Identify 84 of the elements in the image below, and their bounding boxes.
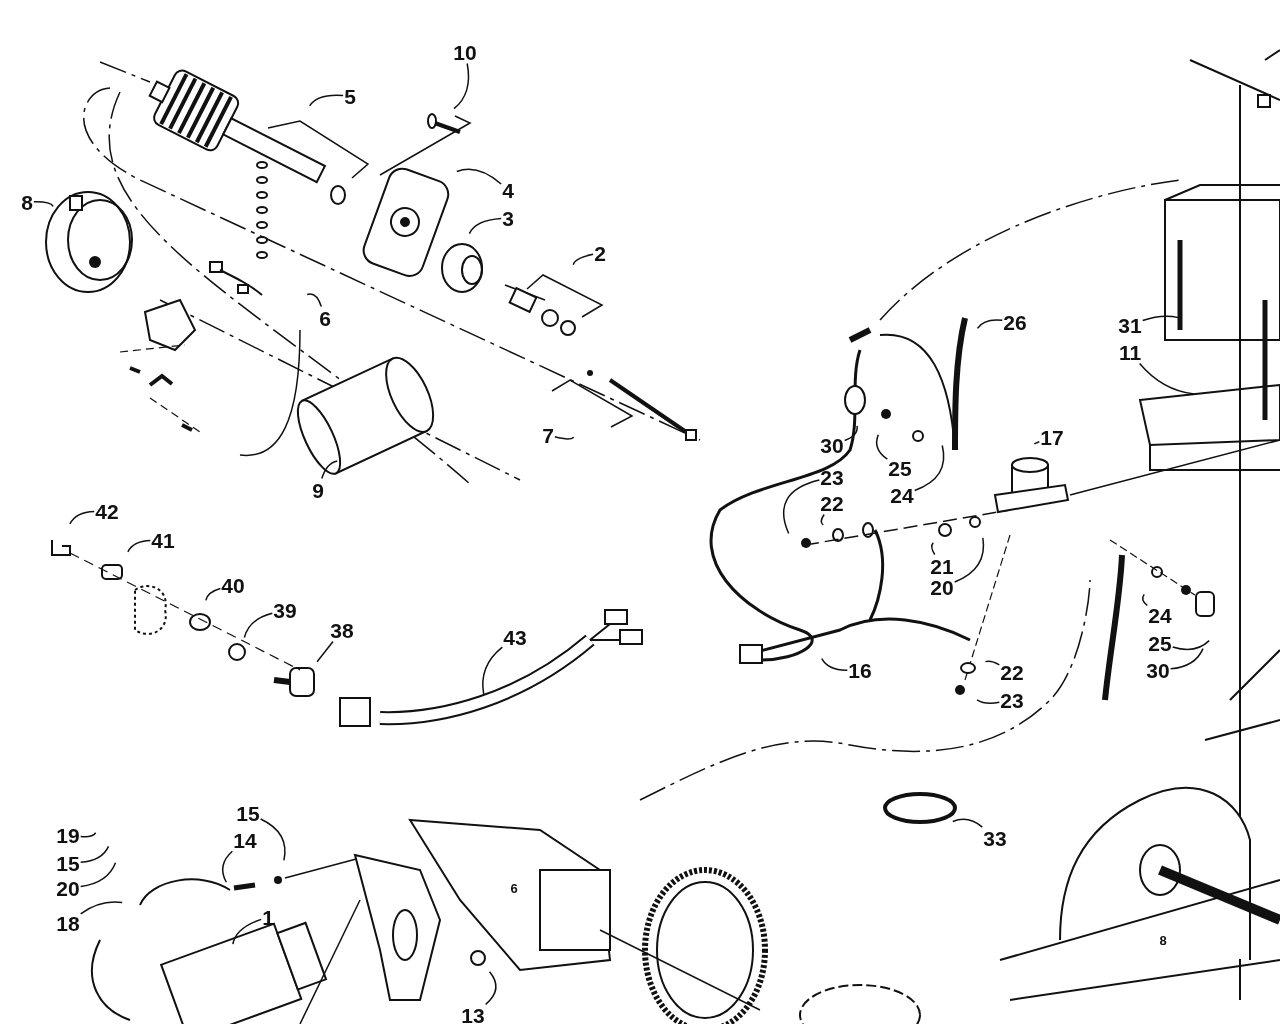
callout-number: 39 xyxy=(272,598,298,622)
callout-number: 30 xyxy=(819,433,845,457)
callout-number: 24 xyxy=(889,483,915,507)
callout-number: 9 xyxy=(311,478,325,502)
callout-number: 30 xyxy=(1145,658,1171,682)
callout-number: 19 xyxy=(55,823,81,847)
leader-line xyxy=(1141,593,1149,607)
callout-number: 26 xyxy=(1002,310,1028,334)
leader-line xyxy=(953,537,985,583)
leader-line xyxy=(321,460,338,480)
leader-line xyxy=(453,62,470,110)
leader-line xyxy=(931,542,936,556)
callout-number: 41 xyxy=(150,528,176,552)
callout-number: 14 xyxy=(232,828,258,852)
callout-number: 6 xyxy=(318,306,332,330)
callout-number: 8 xyxy=(20,190,34,214)
leader-line xyxy=(308,94,344,107)
callout-number: 2 xyxy=(593,241,607,265)
leader-line xyxy=(306,293,323,308)
callout-number: 22 xyxy=(819,491,845,515)
callout-number: 25 xyxy=(887,456,913,480)
callout-number: 22 xyxy=(999,660,1025,684)
leader-line xyxy=(976,319,1004,330)
callout-number: 8 xyxy=(1159,933,1167,947)
callout-number: 3 xyxy=(501,206,515,230)
leader-line xyxy=(79,832,97,838)
callout-number: 17 xyxy=(1039,425,1065,449)
callout-number: 20 xyxy=(929,575,955,599)
callout-number: 31 xyxy=(1117,313,1143,337)
leader-line xyxy=(205,587,222,602)
leader-line xyxy=(69,510,96,525)
callout-number: 21 xyxy=(929,554,955,578)
leader-line xyxy=(820,513,825,526)
leader-line xyxy=(554,436,575,440)
callout-number: 13 xyxy=(460,1003,486,1024)
leader-line xyxy=(33,201,54,208)
leader-line xyxy=(976,699,1001,704)
callout-number: 6 xyxy=(510,881,518,895)
leader-line xyxy=(843,425,858,442)
leader-line xyxy=(1169,647,1204,670)
callout-number: 4 xyxy=(501,178,515,202)
leader-line xyxy=(1138,362,1195,395)
callout-number: 25 xyxy=(1147,631,1173,655)
leader-line xyxy=(1171,639,1210,651)
leader-line xyxy=(243,612,274,639)
callout-number: 23 xyxy=(819,465,845,489)
callout-number: 1 xyxy=(261,905,275,929)
callout-number: 16 xyxy=(847,658,873,682)
leader-line xyxy=(482,646,504,696)
callout-number: 15 xyxy=(235,801,261,825)
leader-line xyxy=(821,657,849,671)
callout-number: 11 xyxy=(1117,340,1143,364)
leader-line xyxy=(782,479,821,535)
leader-line xyxy=(316,640,334,663)
callout-number: 33 xyxy=(982,826,1008,850)
leader-line xyxy=(984,660,1001,666)
callout-number: 5 xyxy=(343,84,357,108)
callout-number: 7 xyxy=(541,423,555,447)
leader-line xyxy=(127,539,152,553)
leader-line xyxy=(468,217,502,235)
leader-line xyxy=(572,253,594,266)
callout-number: 18 xyxy=(55,911,81,935)
leader-line xyxy=(79,901,123,915)
callout-number: 43 xyxy=(502,625,528,649)
leader-line xyxy=(456,168,502,185)
leader-line xyxy=(913,444,945,492)
callout-number: 40 xyxy=(220,573,246,597)
leader-line xyxy=(259,818,286,862)
leader-line xyxy=(232,918,262,945)
callout-number: 20 xyxy=(55,876,81,900)
callout-number: 10 xyxy=(452,40,478,64)
callout-number: 24 xyxy=(1147,603,1173,627)
callout-number: 42 xyxy=(94,499,120,523)
leader-line xyxy=(79,845,110,863)
leader-line xyxy=(1033,440,1041,445)
leader-line xyxy=(484,971,497,1006)
leader-line xyxy=(222,850,234,883)
leader-line xyxy=(1141,315,1180,322)
leader-line xyxy=(875,433,889,460)
leader-line xyxy=(952,818,984,828)
leader-line xyxy=(79,862,117,888)
callout-number: 15 xyxy=(55,851,81,875)
callout-number: 23 xyxy=(999,688,1025,712)
callout-number: 38 xyxy=(329,618,355,642)
